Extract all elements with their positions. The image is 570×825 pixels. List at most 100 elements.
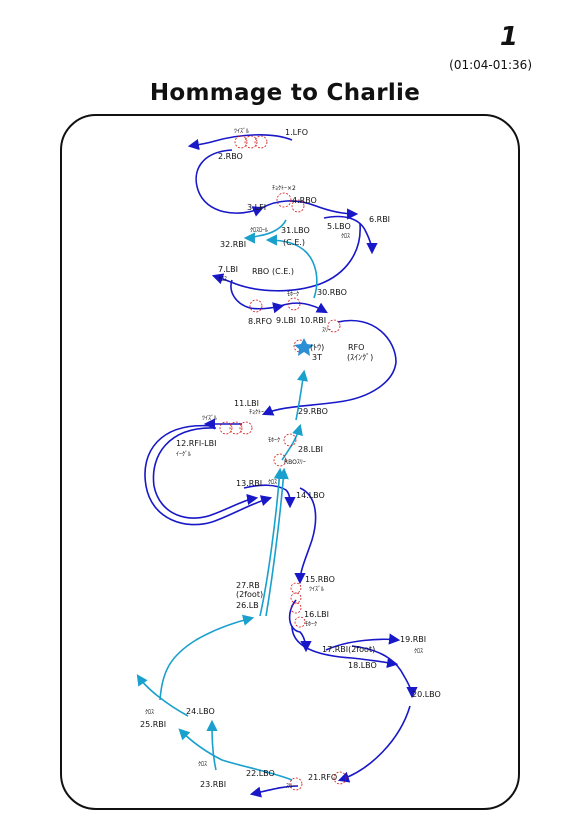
- three-turn-mark-28: [273, 453, 287, 467]
- path-21-rfo-three: [249, 785, 299, 798]
- label-30-rbo: 30.RBO: [317, 288, 347, 297]
- path-5-6-lbo-rbi: [323, 215, 378, 255]
- path-1-lfo: [187, 134, 293, 151]
- path-29-rbo: [295, 369, 309, 421]
- label-9-lbi: 9.LBI: [276, 316, 296, 325]
- label-3t: 3T: [312, 353, 322, 362]
- label-toe: (ﾄｳ): [310, 343, 324, 352]
- label-25-rbi: 25.RBI: [140, 720, 166, 729]
- label-ce-b: (C.E.): [272, 267, 294, 276]
- rink-outline: [60, 114, 520, 810]
- label-8-rfo: 8.RFO: [248, 317, 272, 326]
- label-1-lfo: 1.LFO: [285, 128, 308, 137]
- label-28-lbi: 28.LBI: [298, 445, 323, 454]
- label-cross-7: ｸﾛｽ: [218, 276, 227, 283]
- path-10-rbi-swing: [261, 319, 397, 416]
- label-eagle: ｲｰｸﾞﾙ: [176, 451, 191, 458]
- mohawk-turn-mark-28: [283, 433, 297, 447]
- path-12-rfi-lbi-a: [144, 424, 273, 526]
- label-15-rbo: 15.RBO: [305, 575, 335, 584]
- path-3-4-lfi-rbo: [261, 200, 359, 220]
- label-cross-23: ｸﾛｽ: [198, 761, 207, 768]
- path-9-lbi: [279, 302, 328, 314]
- path-12-rfi-lbi-b: [152, 427, 259, 519]
- three-turn-mark-10: [327, 319, 341, 333]
- path-2-rbo: [195, 149, 265, 217]
- label-2foot-a: (2foot): [236, 590, 263, 599]
- label-16-lbi: 16.LBI: [304, 610, 329, 619]
- page-number: 1: [499, 22, 518, 52]
- label-swing: (ｽｲﾝｸﾞ): [347, 353, 373, 362]
- path-8-rfo: [230, 279, 285, 314]
- label-27-rb: 27.RB: [236, 581, 260, 590]
- label-10-rbi: 10.RBI: [300, 316, 326, 325]
- label-32-rbi: 32.RBI: [220, 240, 246, 249]
- label-13-rbi: 13.RBI: [236, 479, 262, 488]
- label-20-lbo: 20.LBO: [412, 690, 441, 699]
- path-25-rbi: [159, 614, 255, 701]
- jump-star-icon: [294, 338, 314, 356]
- path-31-lbo: [243, 219, 287, 244]
- label-mohawk-a: ﾓﾎｰｸ: [287, 291, 299, 298]
- label-mohawk-b: ﾓﾎｰｸ: [268, 437, 280, 444]
- path-13-rbi: [243, 484, 296, 509]
- label-cross-19: ｸﾛｽ: [414, 648, 423, 655]
- page-title: Hommage to Charlie: [149, 80, 421, 106]
- label-rbo-three: RBOｽﾘｰ: [284, 459, 306, 466]
- path-14-lbo: [294, 487, 317, 585]
- path-30-rbo: [265, 234, 318, 299]
- path-22-lbo: [178, 728, 293, 781]
- label-cross-25: ｸﾛｽ: [145, 709, 154, 716]
- label-three-b: ｽﾘｰ: [286, 783, 295, 790]
- label-23-rbi: 23.RBI: [200, 780, 226, 789]
- label-5-lbo: 5.LBO: [327, 222, 351, 231]
- path-19-rbi: [325, 633, 401, 651]
- turn-mark-8: [249, 299, 263, 313]
- label-24-lbo: 24.LBO: [186, 707, 215, 716]
- label-18-lbo: 18.LBO: [348, 661, 377, 670]
- path-17-rbi-2foot: [291, 625, 399, 669]
- label-twizzle-c: ﾂｲｽﾞﾙ: [309, 586, 324, 593]
- label-4-rbo: 4.RBO: [292, 196, 317, 205]
- label-cross-13: ｸﾛｽ: [268, 479, 277, 486]
- label-17-rbi-2foot: 17.RBI(2foot): [322, 645, 375, 654]
- label-rbo-ce: RBO: [252, 267, 269, 276]
- label-ce-a: (C.E.): [283, 238, 305, 247]
- path-26-27-lb-rb: [259, 467, 285, 617]
- choctaw-turn-mark-3: [276, 192, 292, 208]
- path-28-lbi: [281, 423, 303, 461]
- label-21-rfo: 21.RFO: [308, 773, 337, 782]
- label-choctaw-a: ﾁｮｸﾄｰ: [249, 409, 264, 416]
- turn-mark-4: [291, 199, 305, 213]
- label-three-a: ｽﾘｰ: [322, 327, 331, 334]
- path-26-27-lb-rb-b: [265, 467, 289, 617]
- label-2-rbo: 2.RBO: [218, 152, 243, 161]
- twizzle-turn-marks-2: [234, 135, 268, 149]
- label-14-lbo: 14.LBO: [296, 491, 325, 500]
- label-26-lb: 26.LB: [236, 601, 259, 610]
- label-3-lfi: 3.LFI: [247, 203, 266, 212]
- label-7-lbi: 7.LBI: [218, 265, 238, 274]
- label-11-lbi: 11.LBI: [234, 399, 259, 408]
- label-choctaw-x2: ﾁｮｸﾄｰ×2: [272, 185, 296, 192]
- label-29-rbo: 29.RBO: [298, 407, 328, 416]
- label-crossroll: ｸﾛｽﾛｰﾙ: [250, 227, 268, 234]
- label-19-rbi: 19.RBI: [400, 635, 426, 644]
- twizzle-turn-marks-11: [219, 421, 253, 435]
- label-mohawk-c: ﾓﾎｰｸ: [305, 621, 317, 628]
- label-twizzle-b: ﾂｲｽﾞﾙ: [202, 415, 217, 422]
- label-31-lbo: 31.LBO: [281, 226, 310, 235]
- label-rfo-swing: RFO: [348, 343, 364, 352]
- mohawk-turn-mark-9: [287, 297, 301, 311]
- label-cross-5: ｸﾛｽ: [341, 233, 350, 240]
- label-12-rfi-lbi: 12.RFI-LBI: [176, 439, 216, 448]
- label-6-rbi: 6.RBI: [369, 215, 390, 224]
- path-20-21-lbo-rfo: [337, 705, 411, 783]
- path-24-lbo: [136, 674, 189, 717]
- mohawk-turn-mark-16: [294, 616, 306, 628]
- turn-mark-21: [333, 771, 347, 785]
- label-22-lbo: 22.LBO: [246, 769, 275, 778]
- label-twizzle-a: ﾂｲｽﾞﾙ: [234, 128, 249, 135]
- path-15-16-rbo-lbi: [288, 599, 312, 653]
